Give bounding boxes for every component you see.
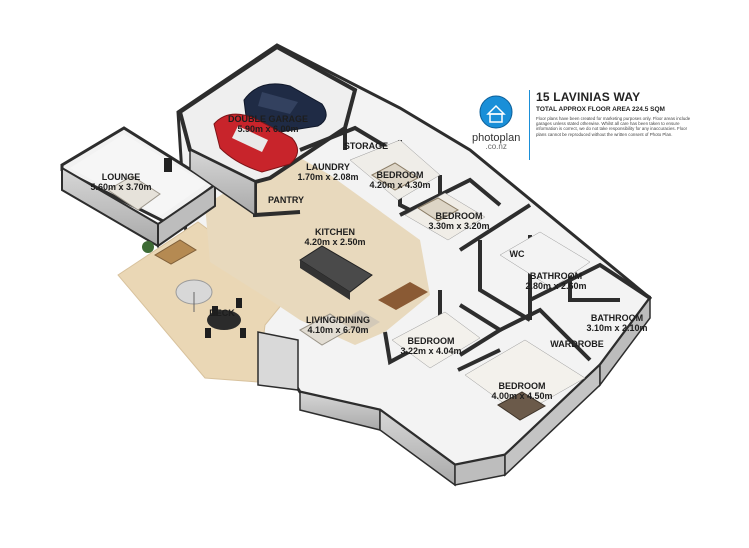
- brand-suffix: .co.nz: [485, 142, 507, 151]
- living-label: LIVING/DINING: [306, 315, 370, 325]
- kitchen-furniture: [299, 245, 428, 346]
- photoplan-logo: photoplan .co.nz: [468, 92, 524, 158]
- pantry-label: PANTRY: [268, 195, 304, 205]
- bedroom4-floor: [464, 339, 586, 416]
- wardrobe-label: WARDROBE: [550, 339, 604, 349]
- garage-dims: 5.90m x 6.00m: [237, 124, 298, 134]
- bathroom2-label: BATHROOM: [591, 313, 643, 323]
- wc-label: WC: [510, 249, 525, 259]
- bedroom4-dims: 4.00m x 4.50m: [491, 391, 552, 401]
- floor-area: TOTAL APPROX FLOOR AREA 224.5 SQM: [536, 106, 665, 113]
- divider: [529, 90, 530, 160]
- car-red: [213, 113, 298, 173]
- disclaimer-text: Floor plans have been created for market…: [536, 116, 691, 137]
- outer-wall-faces: [189, 148, 651, 487]
- property-address: 15 LAVINIAS WAY: [536, 90, 641, 104]
- laundry-label: LAUNDRY: [306, 162, 350, 172]
- bedroom2-dims: 3.30m x 3.20m: [428, 221, 489, 231]
- laundry-dims: 1.70m x 2.08m: [297, 172, 358, 182]
- bathroom1-dims: 2.80m x 2.60m: [525, 281, 586, 291]
- lounge-dims: 5.60m x 3.70m: [90, 182, 151, 192]
- kitchen-dims: 4.20m x 2.50m: [304, 237, 365, 247]
- brand-name: photoplan: [472, 132, 521, 144]
- bedroom2-label: BEDROOM: [436, 211, 483, 221]
- living-dims: 4.10m x 6.70m: [307, 325, 368, 335]
- room-labels: DOUBLE GARAGE 5.90m x 6.00m STORAGE LAUN…: [90, 114, 647, 401]
- bathroom2-dims: 3.10m x 2.10m: [586, 323, 647, 333]
- bedroom1-label: BEDROOM: [377, 170, 424, 180]
- storage-label: STORAGE: [344, 141, 388, 151]
- bathroom1-floor: [499, 231, 591, 289]
- lounge-room: [61, 134, 216, 248]
- bedroom3-dims: 3.22m x 4.04m: [400, 346, 461, 356]
- bathroom1-label: BATHROOM: [530, 271, 582, 281]
- bedroom4-label: BEDROOM: [499, 381, 546, 391]
- deck-furniture: [142, 239, 246, 338]
- bedroom1-dims: 4.20m x 4.30m: [369, 180, 430, 190]
- lounge-label: LOUNGE: [102, 172, 141, 182]
- house-globe-icon: [479, 95, 513, 129]
- bedroom3-floor: [391, 311, 481, 369]
- deck-label: DECK: [209, 308, 235, 318]
- beds: [371, 162, 546, 421]
- listing-info-panel: photoplan .co.nz 15 LAVINIAS WAY TOTAL A…: [468, 88, 698, 164]
- garage-label: DOUBLE GARAGE: [228, 114, 308, 124]
- bedroom3-label: BEDROOM: [408, 336, 455, 346]
- kitchen-label: KITCHEN: [315, 227, 355, 237]
